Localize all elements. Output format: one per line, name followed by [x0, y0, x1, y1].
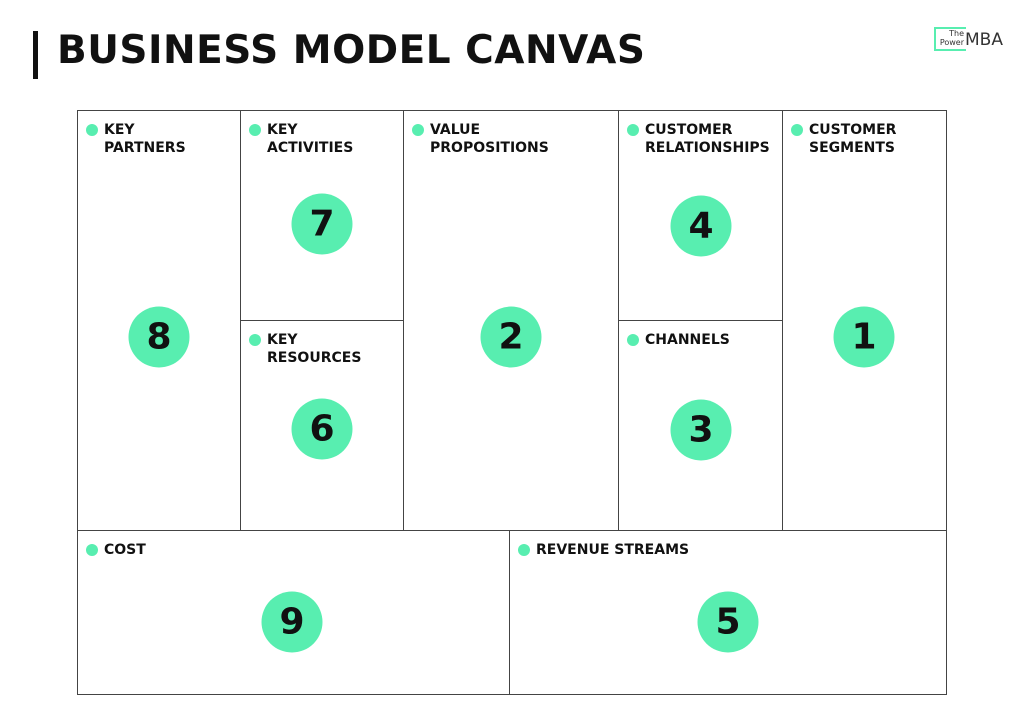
- bullet-dot-icon: [518, 544, 530, 556]
- block-label: REVENUE STREAMS: [536, 542, 690, 558]
- title-accent-bar: [33, 31, 38, 79]
- bullet-dot-icon: [627, 124, 639, 136]
- number-badge-value-propositions: 2: [480, 306, 542, 368]
- block-key-activities: KEY ACTIVITIES: [240, 110, 405, 322]
- block-label: CHANNELS: [645, 332, 730, 348]
- bullet-dot-icon: [412, 124, 424, 136]
- number-badge-customer-segments: 1: [833, 306, 895, 368]
- number-badge-revenue-streams: 5: [697, 591, 759, 653]
- number-badge-cost: 9: [261, 591, 323, 653]
- bullet-dot-icon: [86, 544, 98, 556]
- block-label: CUSTOMER SEGMENTS: [809, 122, 897, 156]
- block-label: CUSTOMER RELATIONSHIPS: [645, 122, 770, 156]
- block-key-partners: KEY PARTNERS: [77, 110, 242, 532]
- block-label: KEY ACTIVITIES: [267, 122, 354, 156]
- logo-big-text: MBA: [965, 30, 1003, 50]
- logo-small-text: The Power: [939, 29, 964, 47]
- block-label: KEY RESOURCES: [267, 332, 362, 366]
- bullet-dot-icon: [249, 334, 261, 346]
- number-badge-key-activities: 7: [291, 193, 353, 255]
- block-label: COST: [104, 542, 146, 558]
- block-label: KEY PARTNERS: [104, 122, 186, 156]
- bullet-dot-icon: [249, 124, 261, 136]
- block-label: VALUE PROPOSITIONS: [430, 122, 549, 156]
- bullet-dot-icon: [627, 334, 639, 346]
- number-badge-channels: 3: [670, 399, 732, 461]
- number-badge-key-partners: 8: [128, 306, 190, 368]
- page-title: BUSINESS MODEL CANVAS: [57, 28, 646, 73]
- logo-frame: [934, 27, 966, 51]
- bullet-dot-icon: [86, 124, 98, 136]
- number-badge-key-resources: 6: [291, 398, 353, 460]
- bullet-dot-icon: [791, 124, 803, 136]
- number-badge-customer-relationships: 4: [670, 195, 732, 257]
